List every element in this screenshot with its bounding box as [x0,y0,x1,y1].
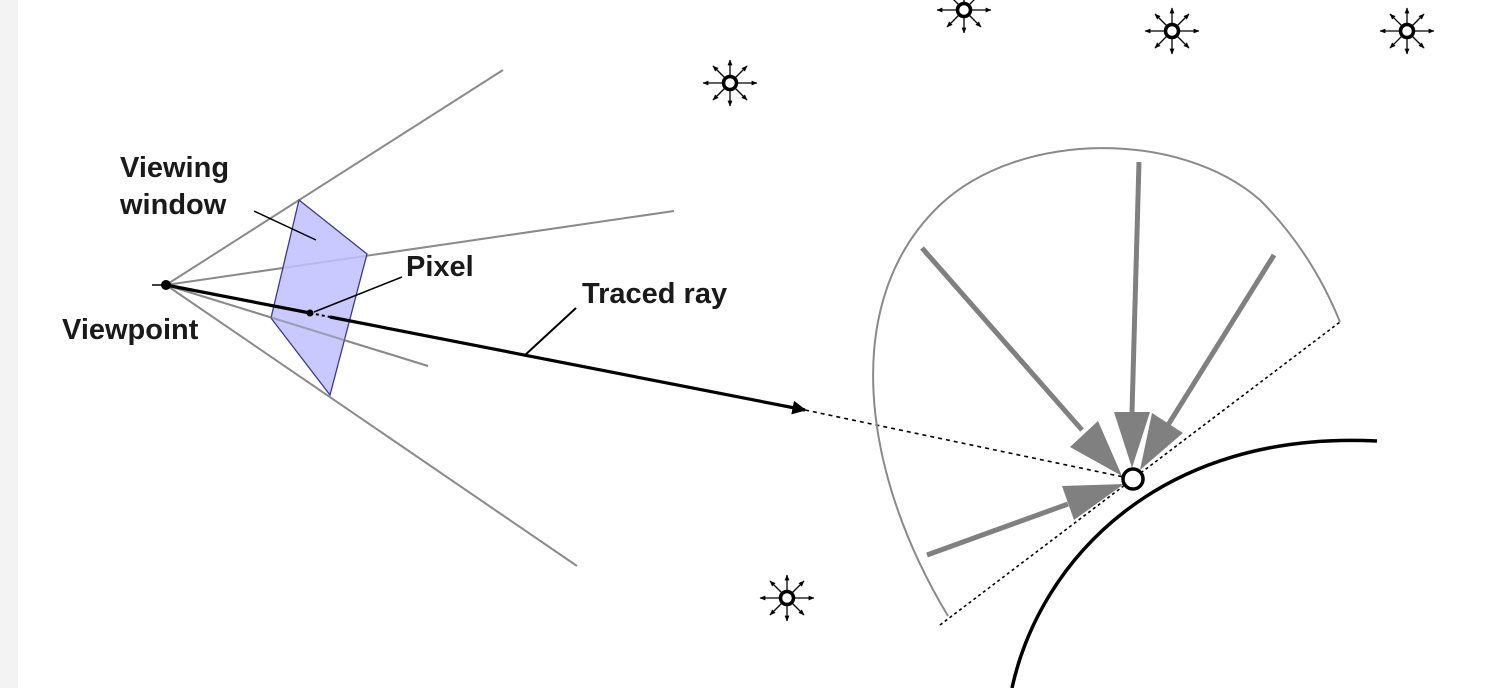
hemisphere-arc [872,147,1341,617]
incoming-arrowhead-2 [1114,412,1150,468]
pixel-dot [306,309,314,317]
frustum-line-top [165,69,504,286]
frustum-line-upper [165,210,675,286]
light-source-icon [760,575,814,621]
incoming-arrow-1 [920,246,1084,432]
incoming-light-arrows [920,161,1277,558]
hit-point [1121,467,1145,491]
viewpoint-dot [161,280,171,290]
traced-ray-solid [165,283,311,315]
pixel-leader [313,276,403,313]
light-source-icon [937,0,991,33]
label-viewing-window-line2: window [119,189,227,221]
label-pixel: Pixel [406,251,474,283]
light-source-icon [1145,8,1199,54]
left-margin-strip [0,0,18,688]
frustum-line-overlay [165,284,429,367]
incoming-arrow-3 [1165,253,1277,427]
incoming-arrowhead-1 [1070,421,1122,476]
incoming-arrowhead-3 [1140,413,1183,470]
incoming-arrow-2 [1129,161,1142,413]
label-traced-ray: Traced ray [582,278,727,310]
traced-ray [329,315,807,415]
label-viewpoint: Viewpoint [62,314,199,346]
surface-curve [1010,438,1378,688]
traced-ray-leader [523,307,577,357]
view-frustum [165,69,675,567]
label-viewing-window-line1: Viewing [120,152,229,184]
frustum-line-bottom [165,284,578,567]
light-source-icon [1380,8,1434,54]
light-source-icon [703,60,757,106]
incoming-arrowhead-4 [1062,484,1124,520]
viewing-window-leader [253,210,317,241]
incoming-arrow-4 [926,501,1069,558]
viewing-window [270,198,368,397]
